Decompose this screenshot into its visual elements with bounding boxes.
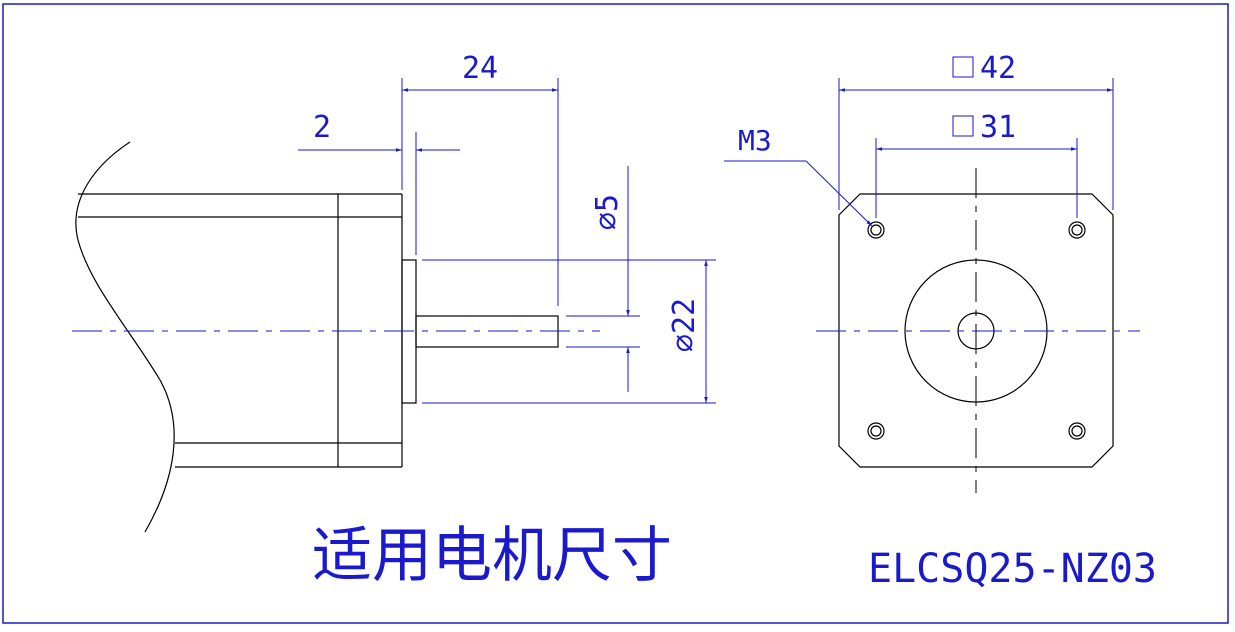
drawing-border bbox=[2, 3, 1229, 624]
break-line bbox=[75, 141, 175, 533]
mount-hole-bl-inner bbox=[870, 425, 882, 437]
dim-shaft-length: 24 bbox=[462, 51, 498, 86]
dim-hole-spacing: 31 bbox=[980, 110, 1016, 145]
dim-shaft-diameter: ⌀5 bbox=[590, 194, 625, 230]
square-symbol-31 bbox=[952, 115, 974, 137]
drawing-title: 适用电机尺寸 bbox=[312, 521, 672, 591]
dim-flange-thickness: 2 bbox=[313, 110, 331, 145]
dim-boss-diameter: ⌀22 bbox=[667, 298, 702, 352]
model-number: ELCSQ25-NZ03 bbox=[868, 546, 1157, 592]
m3-leader-diagonal bbox=[805, 160, 873, 227]
mount-hole-tl-inner bbox=[870, 224, 882, 236]
square-symbol-42 bbox=[952, 56, 974, 78]
dim-body-square: 42 bbox=[980, 51, 1016, 86]
mount-hole-tr-inner bbox=[1071, 224, 1083, 236]
mount-hole-bl bbox=[867, 422, 885, 440]
mount-hole-tl bbox=[867, 221, 885, 239]
hole-thread-label: M3 bbox=[738, 124, 772, 157]
mount-hole-br bbox=[1068, 422, 1086, 440]
mount-hole-tr bbox=[1068, 221, 1086, 239]
mount-hole-br-inner bbox=[1071, 425, 1083, 437]
front-body-outline bbox=[838, 193, 1114, 468]
front-view: 42 31 M3 bbox=[724, 51, 1140, 493]
side-view: 24 2 ⌀5 ⌀22 bbox=[72, 51, 716, 533]
